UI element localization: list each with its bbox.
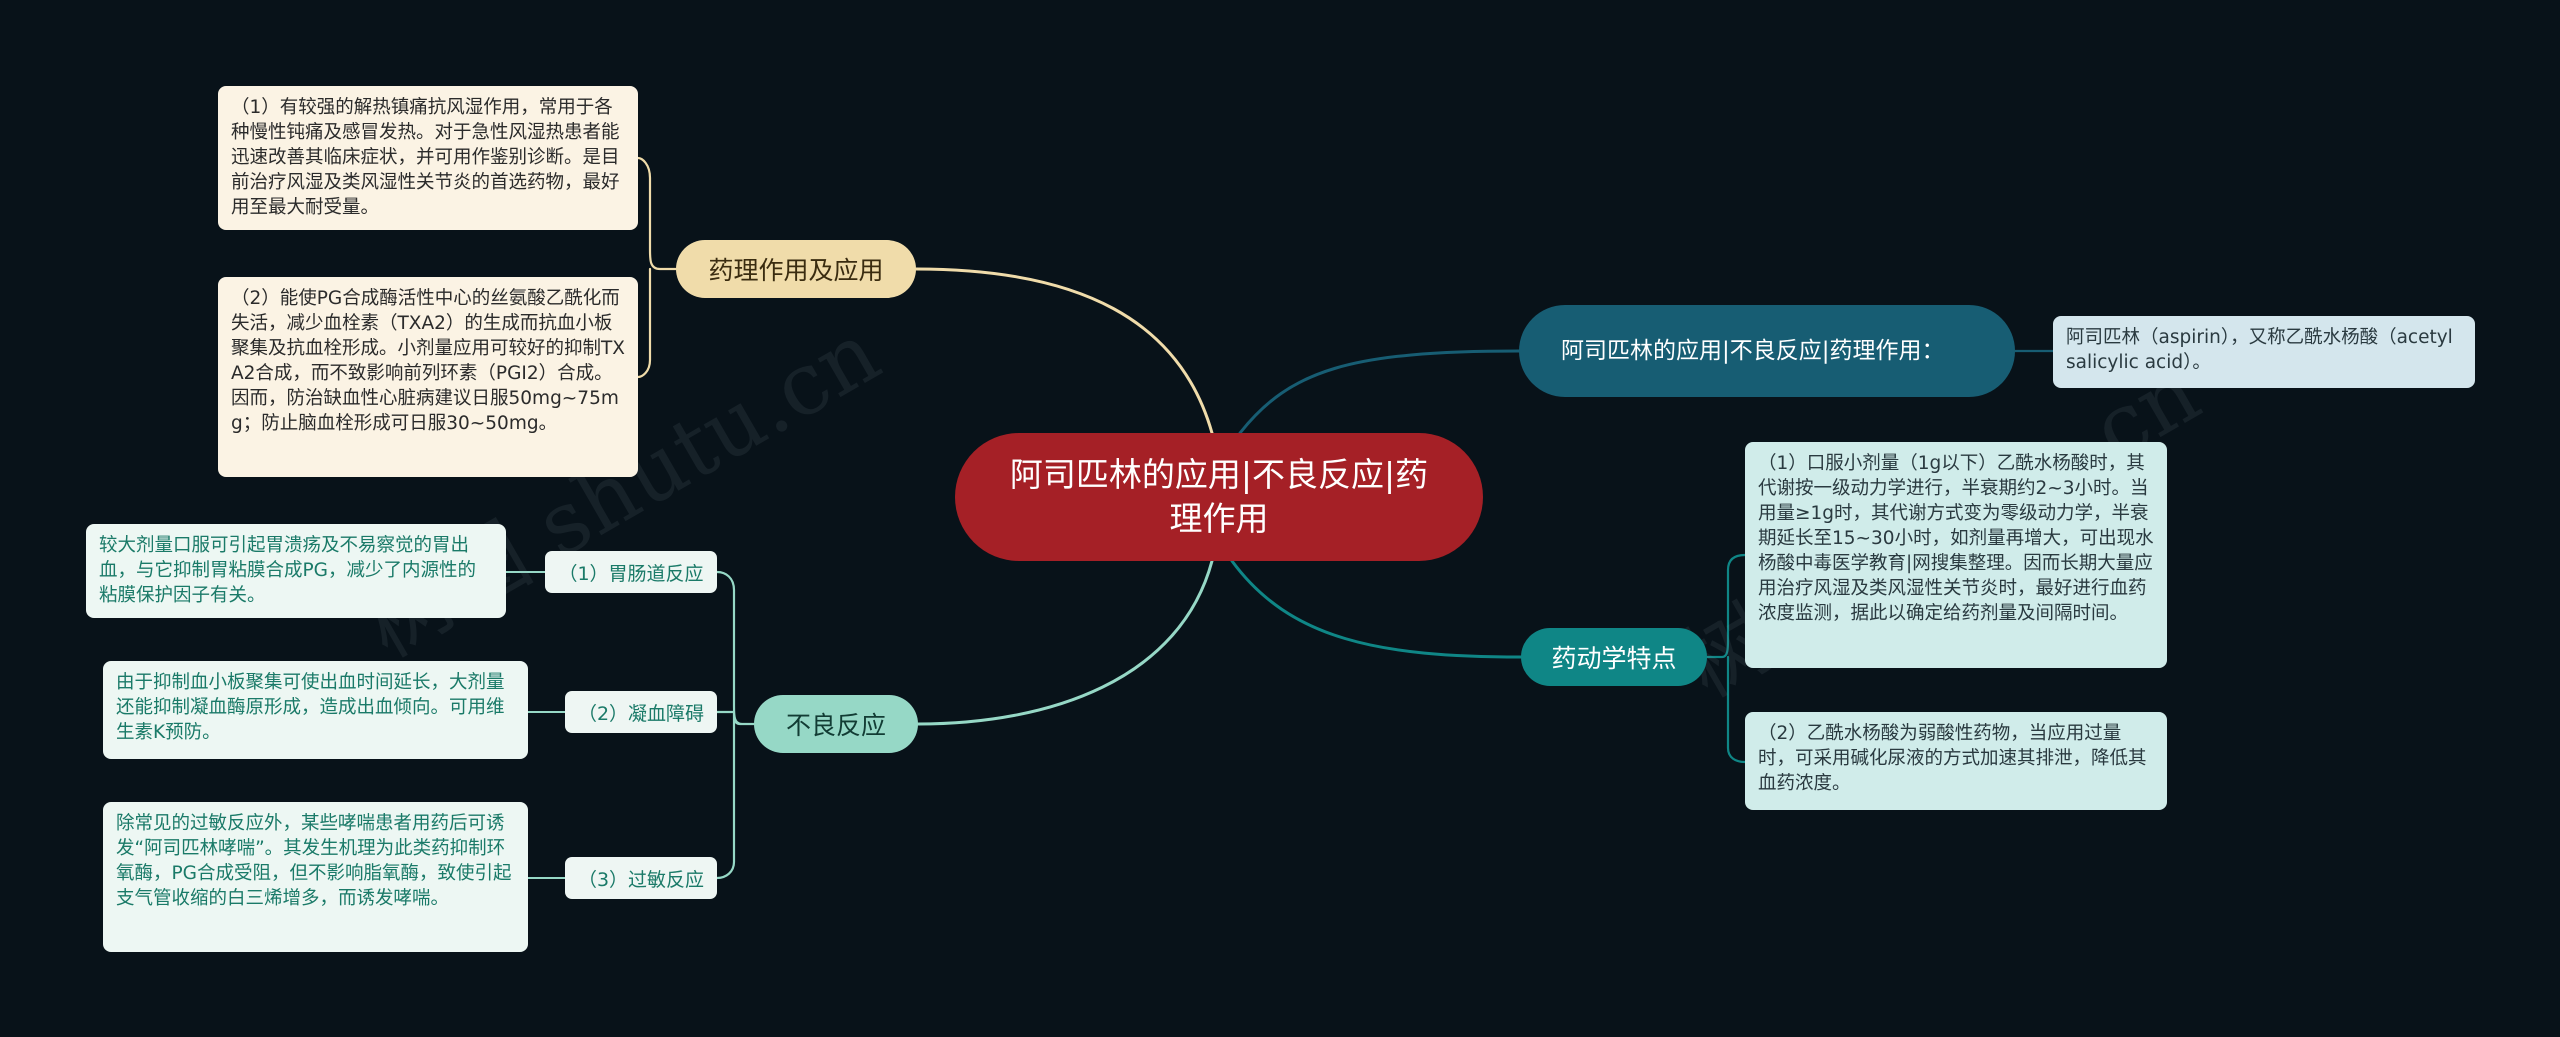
link-pharmacology-leaves [636,156,678,379]
link-root-pharmacokinetics [1230,559,1523,659]
link-root-intro [1238,349,1521,435]
leaf-pharmacokinetics-2[interactable]: （2）乙酰水杨酸为弱酸性药物，当应用过量时，可采用碱化尿液的方式加速其排泄，降低… [1745,712,2167,810]
leaf-pharmacology-1[interactable]: （1）有较强的解热镇痛抗风湿作用，常用于各种慢性钝痛及感冒发热。对于急性风湿热患… [218,86,638,230]
branch-pharmacology[interactable]: 药理作用及应用 [676,240,916,298]
root-topic[interactable]: 阿司匹林的应用|不良反应|药理作用 [955,433,1483,561]
leaf-allergy-detail[interactable]: 除常见的过敏反应外，某些哮喘患者用药后可诱发“阿司匹林哮喘”。其发生机理为此类药… [103,802,528,952]
sub-allergy[interactable]: （3）过敏反应 [565,857,717,899]
branch-adverse-reactions[interactable]: 不良反应 [754,695,918,753]
link-adverse-subs [715,570,756,880]
sub-label: （3）过敏反应 [577,868,705,891]
branch-label: 药动学特点 [1551,644,1677,673]
link-root-pharmacology [914,267,1214,435]
branch-pharmacokinetics[interactable]: 药动学特点 [1521,628,1707,686]
branch-label: 不良反应 [785,711,886,740]
branch-intro[interactable]: 阿司匹林的应用|不良反应|药理作用： [1519,305,2015,397]
link-pharmacokinetics-leaves [1705,553,1747,764]
link-root-adverse [916,559,1214,726]
root-title: 阿司匹林的应用|不良反应|药理作用 [1009,455,1429,538]
leaf-intro-definition[interactable]: 阿司匹林（aspirin），又称乙酰水杨酸（acetylsalicylic ac… [2053,316,2475,388]
sub-gastrointestinal[interactable]: （1）胃肠道反应 [545,551,717,593]
sub-label: （2）凝血障碍 [577,702,705,725]
sub-coagulation[interactable]: （2）凝血障碍 [565,691,717,733]
leaf-pharmacokinetics-1[interactable]: （1）口服小剂量（1g以下）乙酰水杨酸时，其代谢按一级动力学进行，半衰期约2~3… [1745,442,2167,668]
leaf-gastrointestinal-detail[interactable]: 较大剂量口服可引起胃溃疡及不易察觉的胃出血，与它抑制胃粘膜合成PG，减少了内源性… [86,524,506,618]
leaf-pharmacology-2[interactable]: （2）能使PG合成酶活性中心的丝氨酸乙酰化而失活，减少血栓素（TXA2）的生成而… [218,277,638,477]
branch-label: 阿司匹林的应用|不良反应|药理作用： [1561,338,1945,364]
leaf-coagulation-detail[interactable]: 由于抑制血小板聚集可使出血时间延长，大剂量还能抑制凝血酶原形成，造成出血倾向。可… [103,661,528,759]
sub-label: （1）胃肠道反应 [558,562,704,585]
branch-label: 药理作用及应用 [708,256,884,285]
